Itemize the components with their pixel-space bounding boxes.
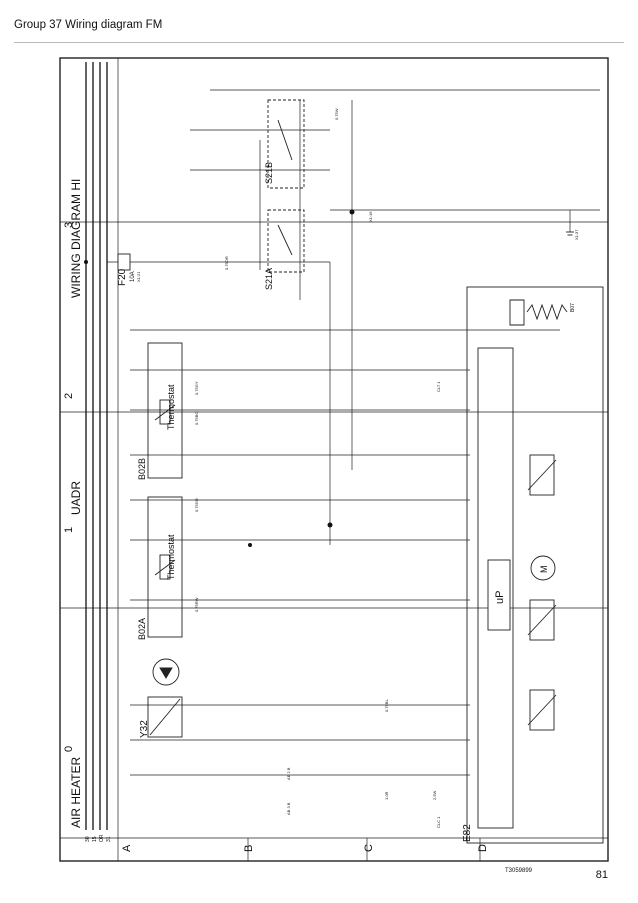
bus-label-30: 30 xyxy=(85,836,91,842)
column-label-1: 1 xyxy=(63,527,75,533)
b07-label: B07 xyxy=(570,303,576,312)
motor-m-label: M xyxy=(539,566,549,574)
b02b-label: B02B xyxy=(137,458,147,480)
wire-label: 1.0R xyxy=(384,791,389,800)
e82-label: E82 xyxy=(462,824,473,842)
b02a-label: B02A xyxy=(137,618,147,640)
bus-label-15: 15 xyxy=(92,836,98,842)
wire-label: 0.75BO xyxy=(194,411,199,425)
b02a-thermostat-label: Thermostat xyxy=(166,534,176,580)
wires xyxy=(107,89,600,776)
wire-label: 0.75GR xyxy=(194,498,199,512)
wire-label: 0.75W xyxy=(334,108,339,120)
supply-bus xyxy=(85,62,108,830)
rotated-labels: AIR HEATER UADR WIRING DIAGRAM HI 0 1 2 … xyxy=(63,108,579,852)
bus-label-or: OR xyxy=(99,834,105,842)
page-number: 81 xyxy=(595,869,608,881)
f20-rating-label: 10A xyxy=(130,271,136,282)
s21a-label: S21A xyxy=(264,268,274,290)
s21b-label: S21B xyxy=(264,162,274,184)
document-header: Group 37 Wiring diagram FM xyxy=(14,19,163,31)
column-label-3: 3 xyxy=(63,222,75,228)
ground-symbol xyxy=(566,231,574,236)
junction-dots xyxy=(84,209,355,547)
connector-ref: AE 2 B xyxy=(286,767,291,780)
diagram-frame xyxy=(59,57,609,862)
up-label: uP xyxy=(494,591,506,604)
b02a-thermostat xyxy=(147,496,183,638)
sheet-title-air-heater: AIR HEATER xyxy=(69,757,83,828)
column-label-2: 2 xyxy=(63,393,75,399)
resistor-sensors xyxy=(527,454,557,731)
b02b-thermostat-label: Thermostat xyxy=(166,384,176,430)
wire-label: 2.5W xyxy=(432,790,437,800)
wire-label: 0.75OR xyxy=(224,256,229,270)
b02b-thermostat xyxy=(147,342,183,479)
row-label-c: C xyxy=(363,844,375,852)
connector-ref: AB 3 B xyxy=(286,802,291,815)
wire-label: 0.75GY xyxy=(194,381,199,395)
connector-ref: X1:37 xyxy=(574,229,579,240)
s21a-switch xyxy=(267,209,305,273)
header-rule xyxy=(14,42,624,43)
y32-solenoid xyxy=(147,658,183,738)
connector-ref: X1:16 xyxy=(368,211,373,222)
row-label-a: A xyxy=(121,844,133,852)
f20-label: F20 xyxy=(117,268,128,286)
wire-label: 0.75BL xyxy=(384,699,389,712)
row-label-b: B xyxy=(243,845,255,852)
column-label-0: 0 xyxy=(63,746,75,752)
bus-label-31: 31 xyxy=(106,836,112,842)
sheet-title-uadr: UADR xyxy=(69,481,83,515)
s21b-switch xyxy=(267,99,305,189)
connector-ref: CLC 1 xyxy=(436,816,441,828)
row-label-d: D xyxy=(477,844,489,852)
e82-control-unit xyxy=(466,286,604,844)
document-code: T3059899 xyxy=(505,868,533,874)
y32-label: Y32 xyxy=(139,720,150,738)
b07-pressure-sensor xyxy=(509,299,568,326)
wire-label: 0.75RW xyxy=(194,597,199,612)
f20-fuse xyxy=(117,253,131,271)
sheet-title-wiring-diagram: WIRING DIAGRAM HI xyxy=(69,179,83,298)
motor-m xyxy=(530,555,556,581)
connector-ref: CLT 1 xyxy=(436,381,441,392)
connector-ref: X1:21 xyxy=(136,271,141,282)
